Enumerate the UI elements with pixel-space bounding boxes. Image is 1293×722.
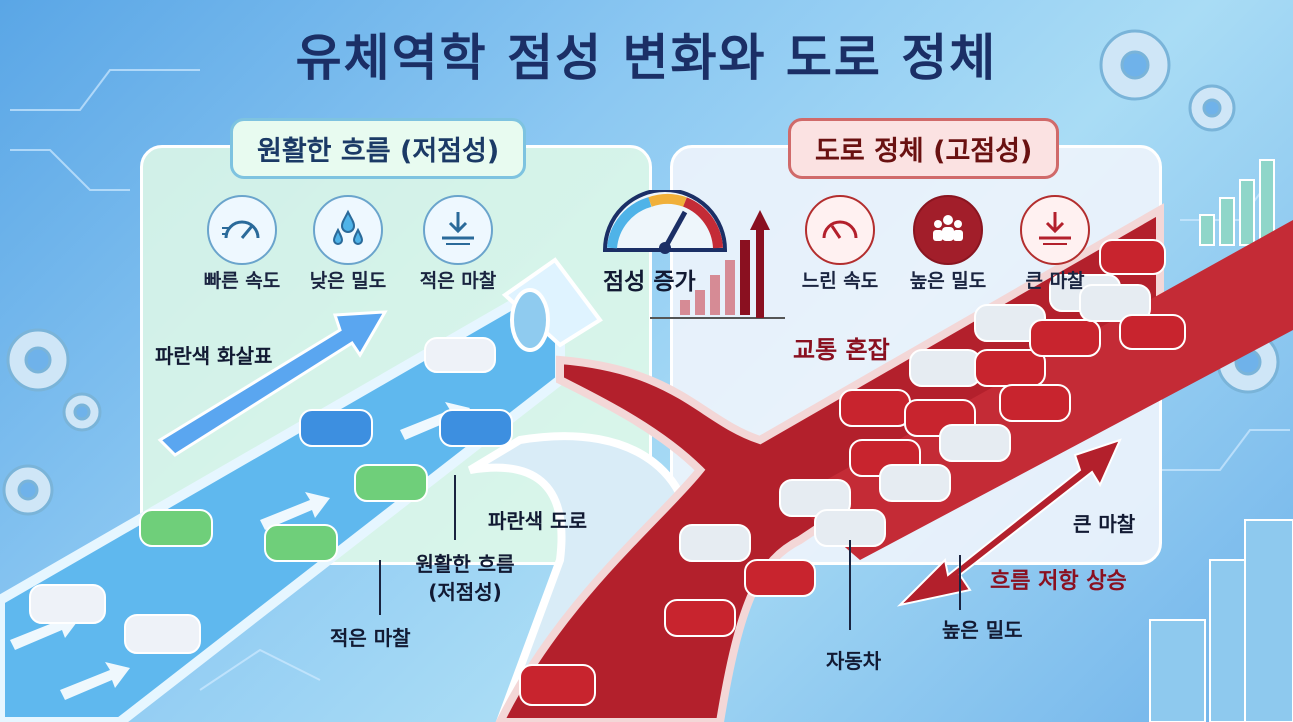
low-friction-annotation: 적은 마찰: [330, 626, 411, 650]
blue-road-label: 파란색 도로: [488, 509, 587, 533]
crowd-icon: [913, 195, 983, 265]
low-friction-label: 적은 마찰: [419, 270, 497, 292]
high-friction-label: 큰 마찰: [1025, 270, 1085, 292]
low-density-label: 낮은 밀도: [309, 270, 387, 292]
high-density-label: 높은 밀도: [909, 270, 987, 292]
gear-icon: [2, 29, 1280, 516]
slow-speed-label: 느린 속도: [801, 270, 879, 292]
car-label: 자동차: [826, 649, 882, 673]
flow-resistance-label: 흐름 저항 상승: [990, 569, 1127, 594]
smooth-flow-heading: 원활한 흐름 (저점성): [230, 118, 527, 179]
fast-speed-label: 빠른 속도: [203, 270, 281, 292]
water-drops-icon: [313, 195, 383, 265]
slow-gauge-icon: [805, 195, 875, 265]
high-friction-icon: [1020, 195, 1090, 265]
low-friction-icon: [423, 195, 493, 265]
viscosity-gauge-icon: [602, 190, 785, 319]
high-density-annotation: 높은 밀도: [942, 618, 1023, 642]
blue-arrows-label: 파란색 화살표: [155, 344, 273, 368]
page-title: 유체역학 점성 변화와 도로 정체: [295, 29, 998, 87]
traffic-congestion-label: 교통 혼잡: [793, 336, 890, 364]
viscosity-increase-label: 점성 증가: [603, 269, 696, 295]
low-viscosity-label: (저점성): [428, 580, 502, 604]
congestion-heading: 도로 정체 (고점성): [788, 118, 1060, 179]
high-friction-annotation: 큰 마찰: [1073, 512, 1136, 536]
speedometer-icon: [207, 195, 277, 265]
pipe-icon: [501, 257, 603, 352]
smooth-flow-label: 원활한 흐름: [415, 552, 515, 576]
